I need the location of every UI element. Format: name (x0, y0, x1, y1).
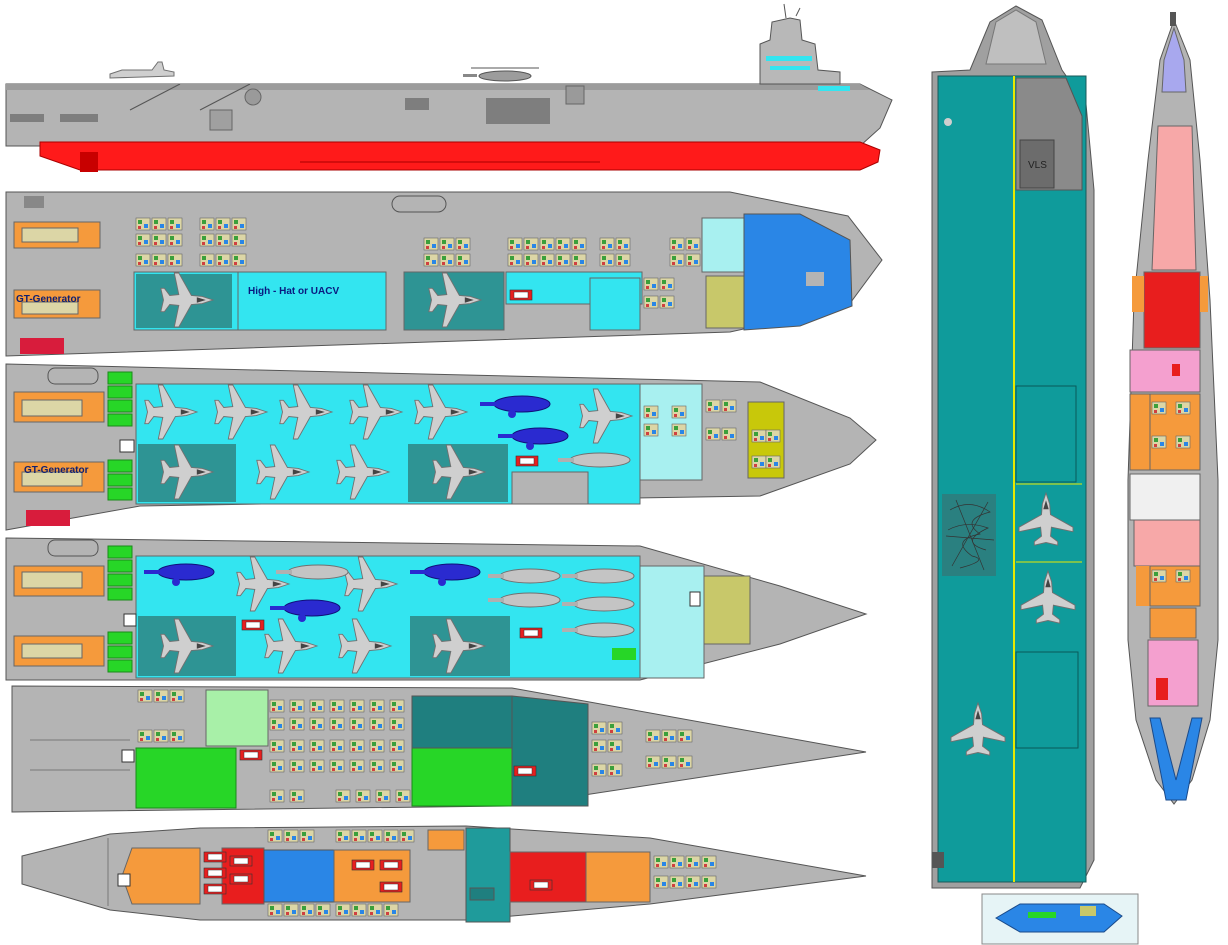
vls-label: VLS (1028, 160, 1047, 171)
high-hat-label: High - Hat or UACV (248, 286, 339, 297)
deck-plan-2: GT-Generator (5, 363, 877, 531)
gt-generator-label-1: GT-Generator (16, 294, 81, 305)
side-profile (5, 3, 893, 172)
deck-plan-4 (11, 685, 867, 813)
deck-plan-5 (21, 825, 867, 923)
keel-deck-vertical (1127, 12, 1219, 805)
deck-plan-1: GT-Generator High - Hat or UACV (5, 191, 883, 357)
flight-deck-top-view: VLS (931, 5, 1095, 889)
gt-generator-label-2: GT-Generator (24, 465, 89, 476)
deck-plan-3 (5, 537, 868, 681)
small-detail-box (981, 893, 1139, 945)
